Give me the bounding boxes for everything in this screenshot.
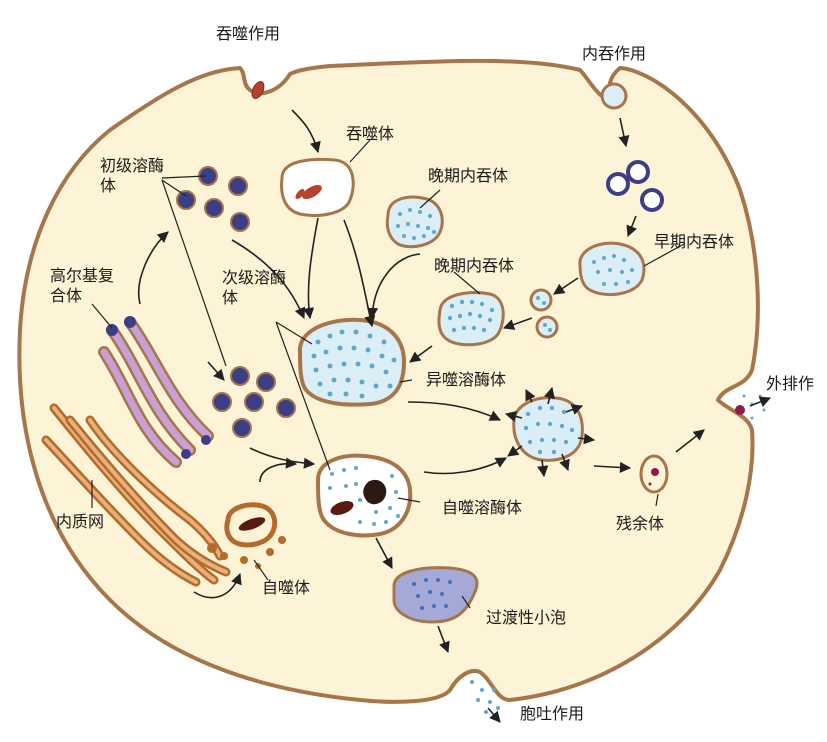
endocytic-pit [602, 84, 626, 108]
label-golgi-complex: 高尔基复合体 [50, 266, 116, 306]
digesting-lysosome [514, 398, 583, 461]
label-exocytosis: 外排作 [766, 374, 814, 394]
label-exocytosis-bottom: 胞吐作用 [520, 704, 584, 724]
label-autophagolysosome: 自噬溶酶体 [442, 498, 522, 518]
label-heterophagolysosome: 异噬溶酶体 [426, 370, 506, 390]
label-early-endosome: 早期内吞体 [654, 232, 734, 252]
label-endocytosis: 内吞作用 [582, 44, 646, 64]
label-secondary-lysosome: 次级溶酶体 [222, 268, 288, 308]
autophagolysosome-organelle [318, 456, 410, 536]
late-endosome-top [387, 197, 442, 247]
early-endosome-organelle [580, 243, 644, 294]
label-late-endosome-middle: 晚期内吞体 [434, 256, 514, 276]
label-endoplasmic-reticulum: 内质网 [56, 512, 104, 532]
phagosome-organelle [282, 159, 354, 215]
heterophagolysosome-organelle [300, 320, 404, 405]
label-autophagosome: 自噬体 [262, 578, 310, 598]
late-endosome-middle [439, 293, 503, 345]
label-late-endosome-top: 晚期内吞体 [428, 166, 508, 186]
label-phagocytosis: 吞噬作用 [216, 24, 280, 44]
label-primary-lysosome: 初级溶酶体 [100, 156, 166, 196]
label-residual-body: 残余体 [616, 514, 664, 534]
label-transition-vesicle: 过渡性小泡 [486, 608, 566, 628]
label-phagosome: 吞噬体 [346, 124, 394, 144]
residual-body-organelle [641, 456, 667, 492]
